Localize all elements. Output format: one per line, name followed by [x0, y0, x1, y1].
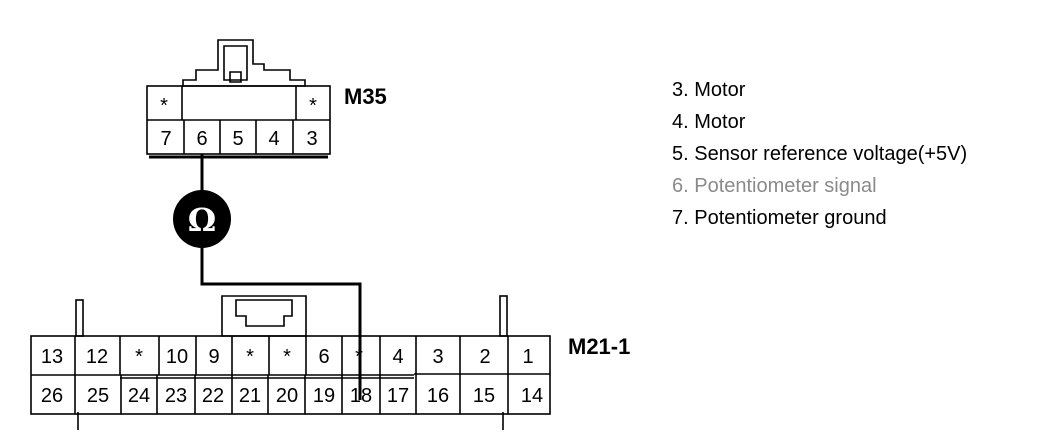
ohmmeter-icon: [173, 190, 231, 248]
m21-pin-21: 21: [239, 385, 261, 407]
m21-pin-23: 23: [165, 385, 187, 407]
ohm-symbol: Ω: [188, 201, 216, 239]
m21-pin-12: 12: [86, 346, 108, 368]
connector-m35: [146, 39, 331, 159]
m35-pin-top-5: *: [309, 95, 317, 117]
m21-latch: [221, 295, 307, 337]
legend-item: 6. Potentiometer signal: [672, 175, 877, 197]
pin-legend: 3. Motor 4. Motor 5. Sensor reference volt…: [672, 74, 967, 234]
m21-latch-inner: [235, 299, 293, 327]
probe-wires: [200, 154, 362, 400]
m35-latch-inner: [223, 45, 248, 81]
m21-pin-4: 4: [392, 346, 403, 368]
m21-pin-24: 24: [128, 385, 150, 407]
m35-top-pins: * *: [160, 95, 317, 117]
m21-pin-26: 26: [41, 385, 63, 407]
legend-item: 4. Motor: [672, 111, 746, 133]
m35-bottom-pins: 7 6 5 4 3: [160, 128, 317, 150]
m21-pin-25: 25: [87, 385, 109, 407]
m35-pin-3: 3: [306, 128, 317, 150]
m21-pin-18: 18: [350, 385, 372, 407]
m21-pin-19: 19: [313, 385, 335, 407]
m35-latch: [182, 39, 306, 87]
m21-1-label: M21-1: [568, 334, 630, 359]
m21-pin-6: 6: [318, 346, 329, 368]
m21-pin-17: 17: [387, 385, 409, 407]
m21-cell-dividers: [74, 336, 509, 414]
m21-pin-star-2: *: [135, 346, 143, 368]
m35-pin-4: 4: [268, 128, 279, 150]
legend-item: 7. Potentiometer ground: [672, 207, 887, 229]
m21-pin-15: 15: [473, 385, 495, 407]
m21-pin-3: 3: [432, 346, 443, 368]
m21-pin-9: 9: [208, 346, 219, 368]
legend-item: 5. Sensor reference voltage(+5V): [672, 143, 968, 165]
m21-pin-star-6: *: [283, 346, 291, 368]
m35-pin-6: 6: [196, 128, 207, 150]
m21-pin-20: 20: [276, 385, 298, 407]
connector-m21-1: [30, 295, 551, 430]
ohmmeter: Ω: [173, 190, 231, 248]
m21-left-post: [75, 299, 84, 337]
m21-right-post: [499, 295, 508, 337]
m21-top-pins: 13 12 * 10 9 * * 6 * 4 3 2 1: [41, 346, 534, 368]
m21-pin-10: 10: [166, 346, 188, 368]
m35-label: M35: [344, 84, 387, 109]
m21-bottom-pins: 26 25 24 23 22 21 20 19 18 17 16 15 14: [41, 385, 543, 407]
wire-meter-to-m21-pin18: [200, 244, 362, 400]
m35-pin-7: 7: [160, 128, 171, 150]
legend-item: 3. Motor: [672, 79, 746, 101]
m21-pin-2: 2: [479, 346, 490, 368]
m21-pin-22: 22: [202, 385, 224, 407]
m21-pin-1: 1: [522, 346, 533, 368]
m35-pin-top-1: *: [160, 95, 168, 117]
m35-latch-slot: [229, 71, 242, 83]
m21-pin-13: 13: [41, 346, 63, 368]
m21-pin-star-5: *: [246, 346, 254, 368]
m21-pin-star-8: *: [355, 346, 363, 368]
m35-pin-5: 5: [232, 128, 243, 150]
m21-pin-16: 16: [427, 385, 449, 407]
m21-pin-14: 14: [521, 385, 543, 407]
